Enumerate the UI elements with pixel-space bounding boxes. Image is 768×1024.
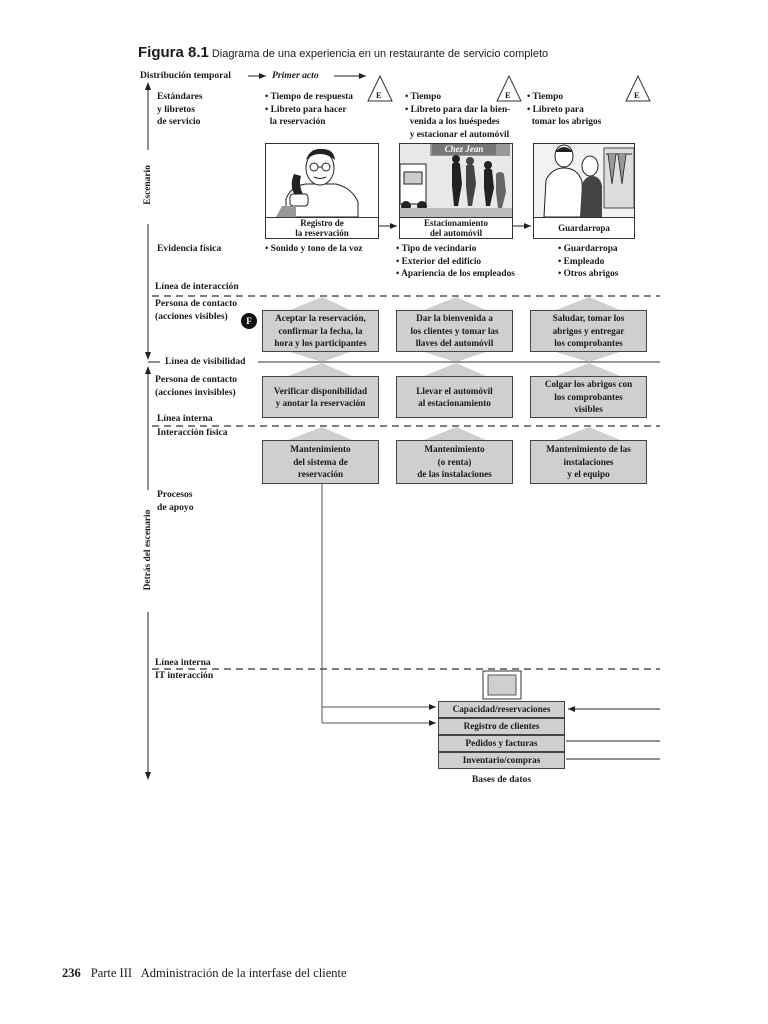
- wait-triangles: [367, 74, 651, 102]
- col3-visible-action: Saludar, tomar los abrigos y entregar lo…: [530, 310, 647, 352]
- figure-number: Figura 8.1: [138, 44, 209, 61]
- standards-label: Estándares y libretos de servicio: [157, 91, 203, 127]
- wait-marker-1: E: [376, 90, 382, 100]
- col2-visible-action: Dar la bienvenida a los clientes y tomar…: [396, 310, 513, 352]
- col1-support-process: Mantenimiento del sistema de reservación: [262, 440, 379, 484]
- col1-scene-photo: [265, 143, 379, 218]
- col1-scene-caption: Registro de la reservación: [265, 217, 379, 239]
- page-number: 236: [62, 966, 81, 980]
- line-of-interaction-label: Línea de interacción: [155, 281, 239, 292]
- onstage-section-label: Escenario: [143, 165, 153, 205]
- col3-invisible-action: Colgar los abrigos con los comprobantes …: [530, 376, 647, 418]
- database-item: Capacidad/reservaciones: [438, 701, 565, 718]
- col3-evidence: • Guardarropa • Empleado • Otros abrigos: [558, 244, 619, 279]
- col2-invisible-action: Llevar el automóvil al estacionamiento: [396, 376, 513, 418]
- col2-evidence: • Tipo de vecindario • Exterior del edif…: [396, 244, 515, 279]
- footer-section: Parte III Administración de la interfase…: [90, 966, 347, 980]
- first-act-label: Primer acto: [272, 70, 319, 81]
- wait-marker-3: E: [634, 90, 640, 100]
- col2-support-process: Mantenimiento (o renta) de las instalaci…: [396, 440, 513, 484]
- col3-scene-photo: [533, 143, 635, 218]
- col2-scene-sign: Chez Jean: [432, 144, 496, 155]
- page-footer: 236 Parte III Administración de la interf…: [62, 966, 347, 981]
- physical-interaction-label: Interacción física: [157, 427, 228, 438]
- contact-visible-label: Persona de contacto (acciones visibles): [155, 298, 238, 322]
- support-processes-label: Procesos de apoyo: [157, 489, 194, 513]
- computer-monitor-icon: [482, 670, 522, 700]
- phone-receptionist-illustration: [276, 148, 359, 217]
- fail-point-letter: F: [246, 316, 252, 326]
- col3-support-process: Mantenimiento de las instalaciones y el …: [530, 440, 647, 484]
- coat-check-illustration: [534, 144, 634, 217]
- physical-evidence-label: Evidencia física: [157, 243, 222, 254]
- internal-line-label-2: Línea interna: [155, 657, 211, 668]
- line-of-visibility-label: Línea de visibilidad: [165, 356, 246, 367]
- it-interaction-label: IT interacción: [155, 670, 214, 681]
- database-item: Registro de clientes: [438, 718, 565, 735]
- wait-marker-2: E: [505, 90, 511, 100]
- fail-point-marker: F: [241, 313, 257, 329]
- col1-invisible-action: Verificar disponibilidad y anotar la res…: [262, 376, 379, 418]
- col1-visible-action: Aceptar la reservación, confirmar la fec…: [262, 310, 379, 352]
- col1-standards: • Tiempo de respuesta • Libreto para hac…: [265, 92, 353, 127]
- contact-invisible-label: Persona de contacto (acciones invisibles…: [155, 374, 238, 398]
- col2-scene-caption: Estacionamiento del automóvil: [399, 217, 513, 239]
- database-item: Inventario/compras: [438, 752, 565, 769]
- flow-connectors: [288, 297, 620, 440]
- databases-label: Bases de datos: [471, 774, 532, 785]
- time-distribution-label: Distribución temporal: [140, 70, 231, 81]
- col1-evidence: • Sonido y tono de la voz: [265, 244, 363, 254]
- figure-caption: Diagrama de una experiencia en un restau…: [211, 48, 549, 60]
- database-item: Pedidos y facturas: [438, 735, 565, 752]
- col2-standards: • Tiempo • Libreto para dar la bien- ven…: [405, 92, 511, 140]
- internal-line-label-1: Línea interna: [157, 413, 213, 424]
- database-stack: Capacidad/reservaciones Registro de clie…: [438, 701, 565, 769]
- col3-standards: • Tiempo • Libreto para tomar los abrigo…: [527, 92, 602, 127]
- backstage-section-label: Detrás del escenario: [143, 509, 153, 591]
- col3-scene-caption: Guardarropa: [533, 217, 635, 239]
